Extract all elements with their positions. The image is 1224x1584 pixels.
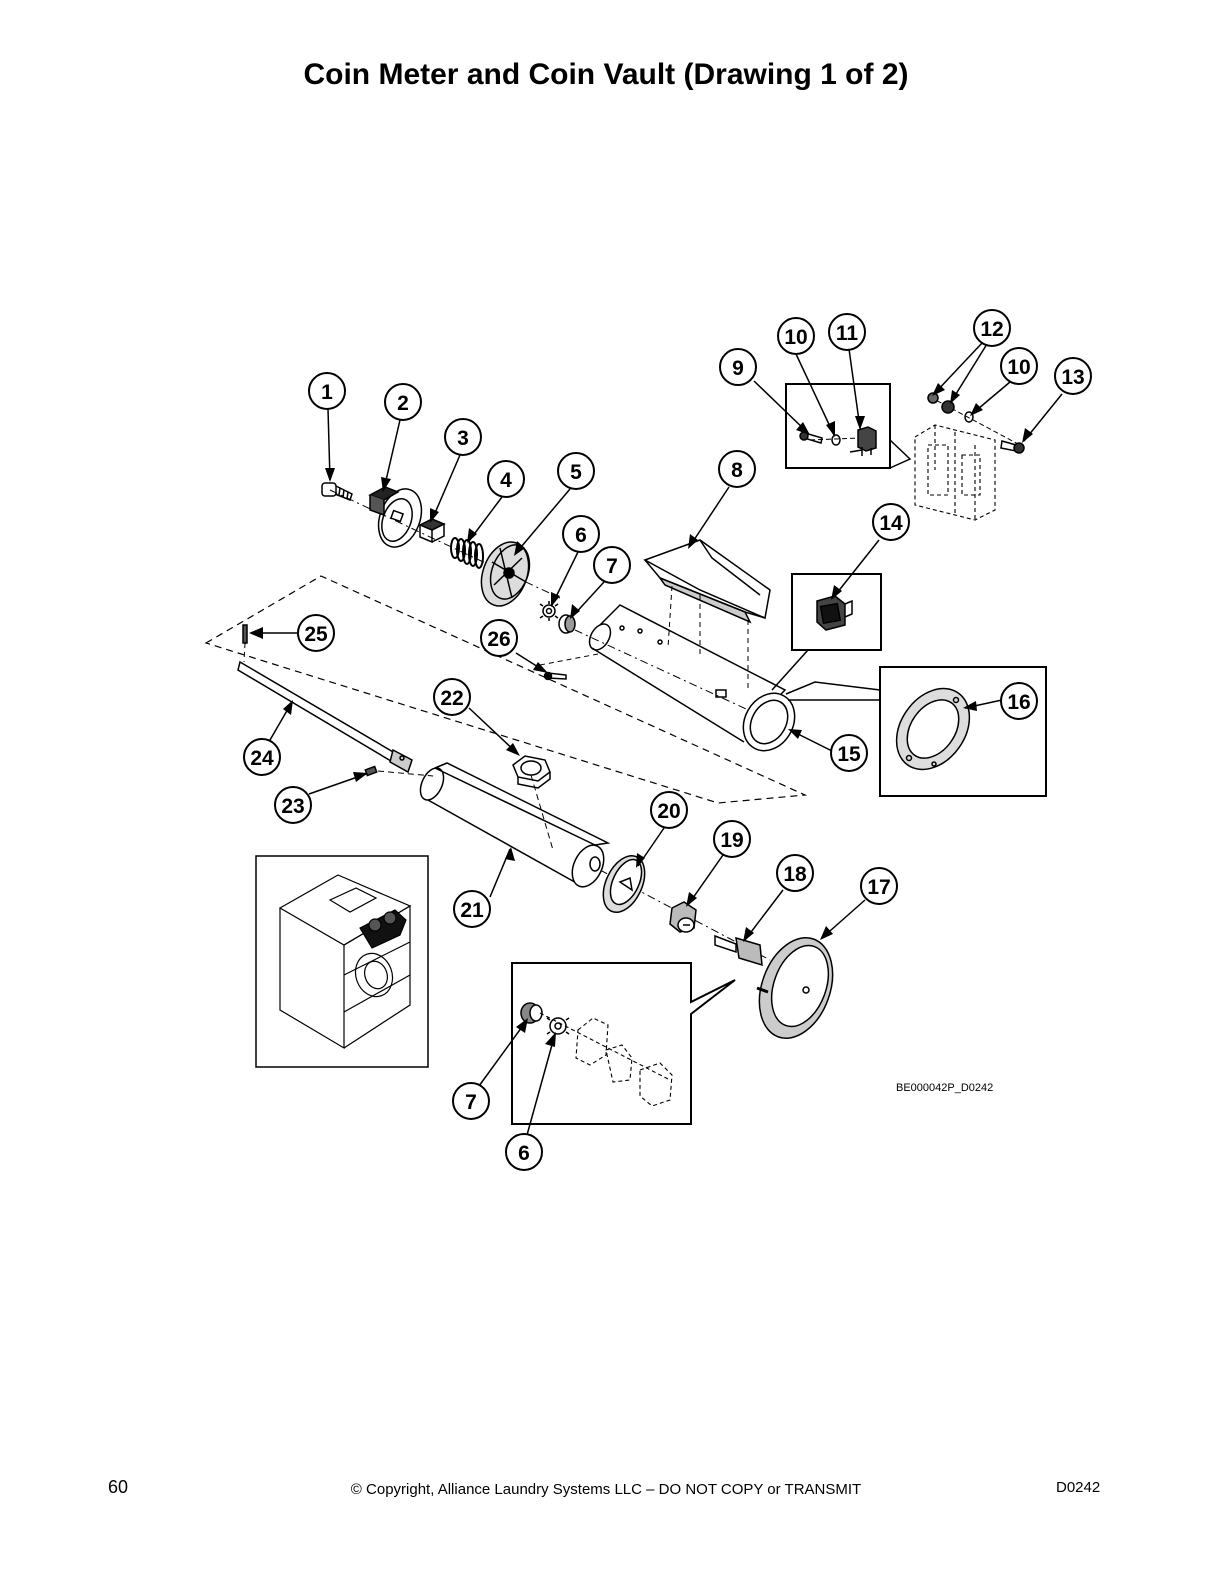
callout-circles <box>243 309 1092 1171</box>
part-end-plate <box>602 855 646 913</box>
part-connector <box>849 426 877 456</box>
callout-14: 14 <box>879 512 903 535</box>
callout-5: 5 <box>570 461 582 484</box>
inset-box-switch <box>791 573 882 651</box>
callout-15: 15 <box>837 743 861 766</box>
inset-box-machine <box>255 855 429 1068</box>
callout-7b: 7 <box>465 1091 477 1114</box>
part-gasket <box>895 687 971 771</box>
callout-6b: 6 <box>518 1142 530 1165</box>
callout-16: 16 <box>1007 691 1030 714</box>
callout-8: 8 <box>731 459 743 482</box>
part-small-screw <box>799 431 823 444</box>
callout-1: 1 <box>321 381 333 404</box>
part-set-screw <box>364 765 378 777</box>
part-washer-small <box>964 411 974 423</box>
part-star-washer <box>539 601 559 621</box>
callout-10: 10 <box>784 326 807 349</box>
callout-25: 25 <box>304 623 328 646</box>
callout-6: 6 <box>575 524 587 547</box>
callout-9: 9 <box>732 357 744 380</box>
callout-11: 11 <box>836 322 859 345</box>
part-vault-tube <box>419 762 611 888</box>
callout-13: 13 <box>1061 366 1084 389</box>
part-flange <box>368 486 423 548</box>
callout-3: 3 <box>457 427 469 450</box>
part-rod <box>237 660 413 774</box>
part-bracket-screw <box>1000 440 1025 454</box>
part-lock-washer <box>831 434 841 446</box>
callout-22: 22 <box>440 687 463 710</box>
part-block <box>418 518 446 544</box>
inset-box-gasket <box>879 666 1047 797</box>
callout-24: 24 <box>250 747 274 770</box>
part-bracket-phantom <box>914 424 996 521</box>
vault-assembly-outline <box>204 575 808 804</box>
callout-4: 4 <box>500 469 512 492</box>
callout-20: 20 <box>657 800 680 823</box>
part-lock-cylinder <box>669 901 697 933</box>
part-nut-small <box>927 392 939 404</box>
callout-17: 17 <box>867 876 890 899</box>
document-code: D0242 <box>1056 1479 1101 1496</box>
part-bezel <box>756 937 834 1039</box>
callout-2: 2 <box>397 392 409 415</box>
callout-18: 18 <box>783 863 807 886</box>
drawing-id: BE000042P_D0242 <box>896 1082 994 1094</box>
part-screw <box>543 671 567 681</box>
part-key <box>714 934 763 967</box>
page-number: 60 <box>108 1477 129 1497</box>
callout-23: 23 <box>281 795 304 818</box>
inset-box-wiring <box>785 383 891 469</box>
callout-12: 12 <box>980 318 1003 341</box>
part-coin-funnel <box>643 539 771 690</box>
callout-21: 21 <box>460 899 484 922</box>
callout-10b: 10 <box>1007 356 1030 379</box>
part-hex-nut <box>512 755 551 789</box>
inset-phantom-lock <box>539 1012 673 1107</box>
callout-26: 26 <box>487 628 510 651</box>
machine-illustration <box>278 874 412 1050</box>
part-meter-tube <box>588 604 796 752</box>
inset-box-detail <box>511 962 736 1125</box>
page-title: Coin Meter and Coin Vault (Drawing 1 of … <box>303 58 909 91</box>
callout-7: 7 <box>606 555 618 578</box>
part-coin-wheel <box>480 541 531 607</box>
callout-19: 19 <box>720 829 743 852</box>
part-switch <box>816 595 853 631</box>
part-bolt <box>321 482 353 501</box>
part-spacer <box>941 400 955 414</box>
part-spring <box>450 537 484 569</box>
part-roll-pin <box>242 624 248 644</box>
inset-nut <box>520 1002 543 1024</box>
part-nut <box>558 614 576 634</box>
copyright-notice: © Copyright, Alliance Laundry Systems LL… <box>350 1481 862 1498</box>
leader-arrowheads <box>249 383 1033 1047</box>
